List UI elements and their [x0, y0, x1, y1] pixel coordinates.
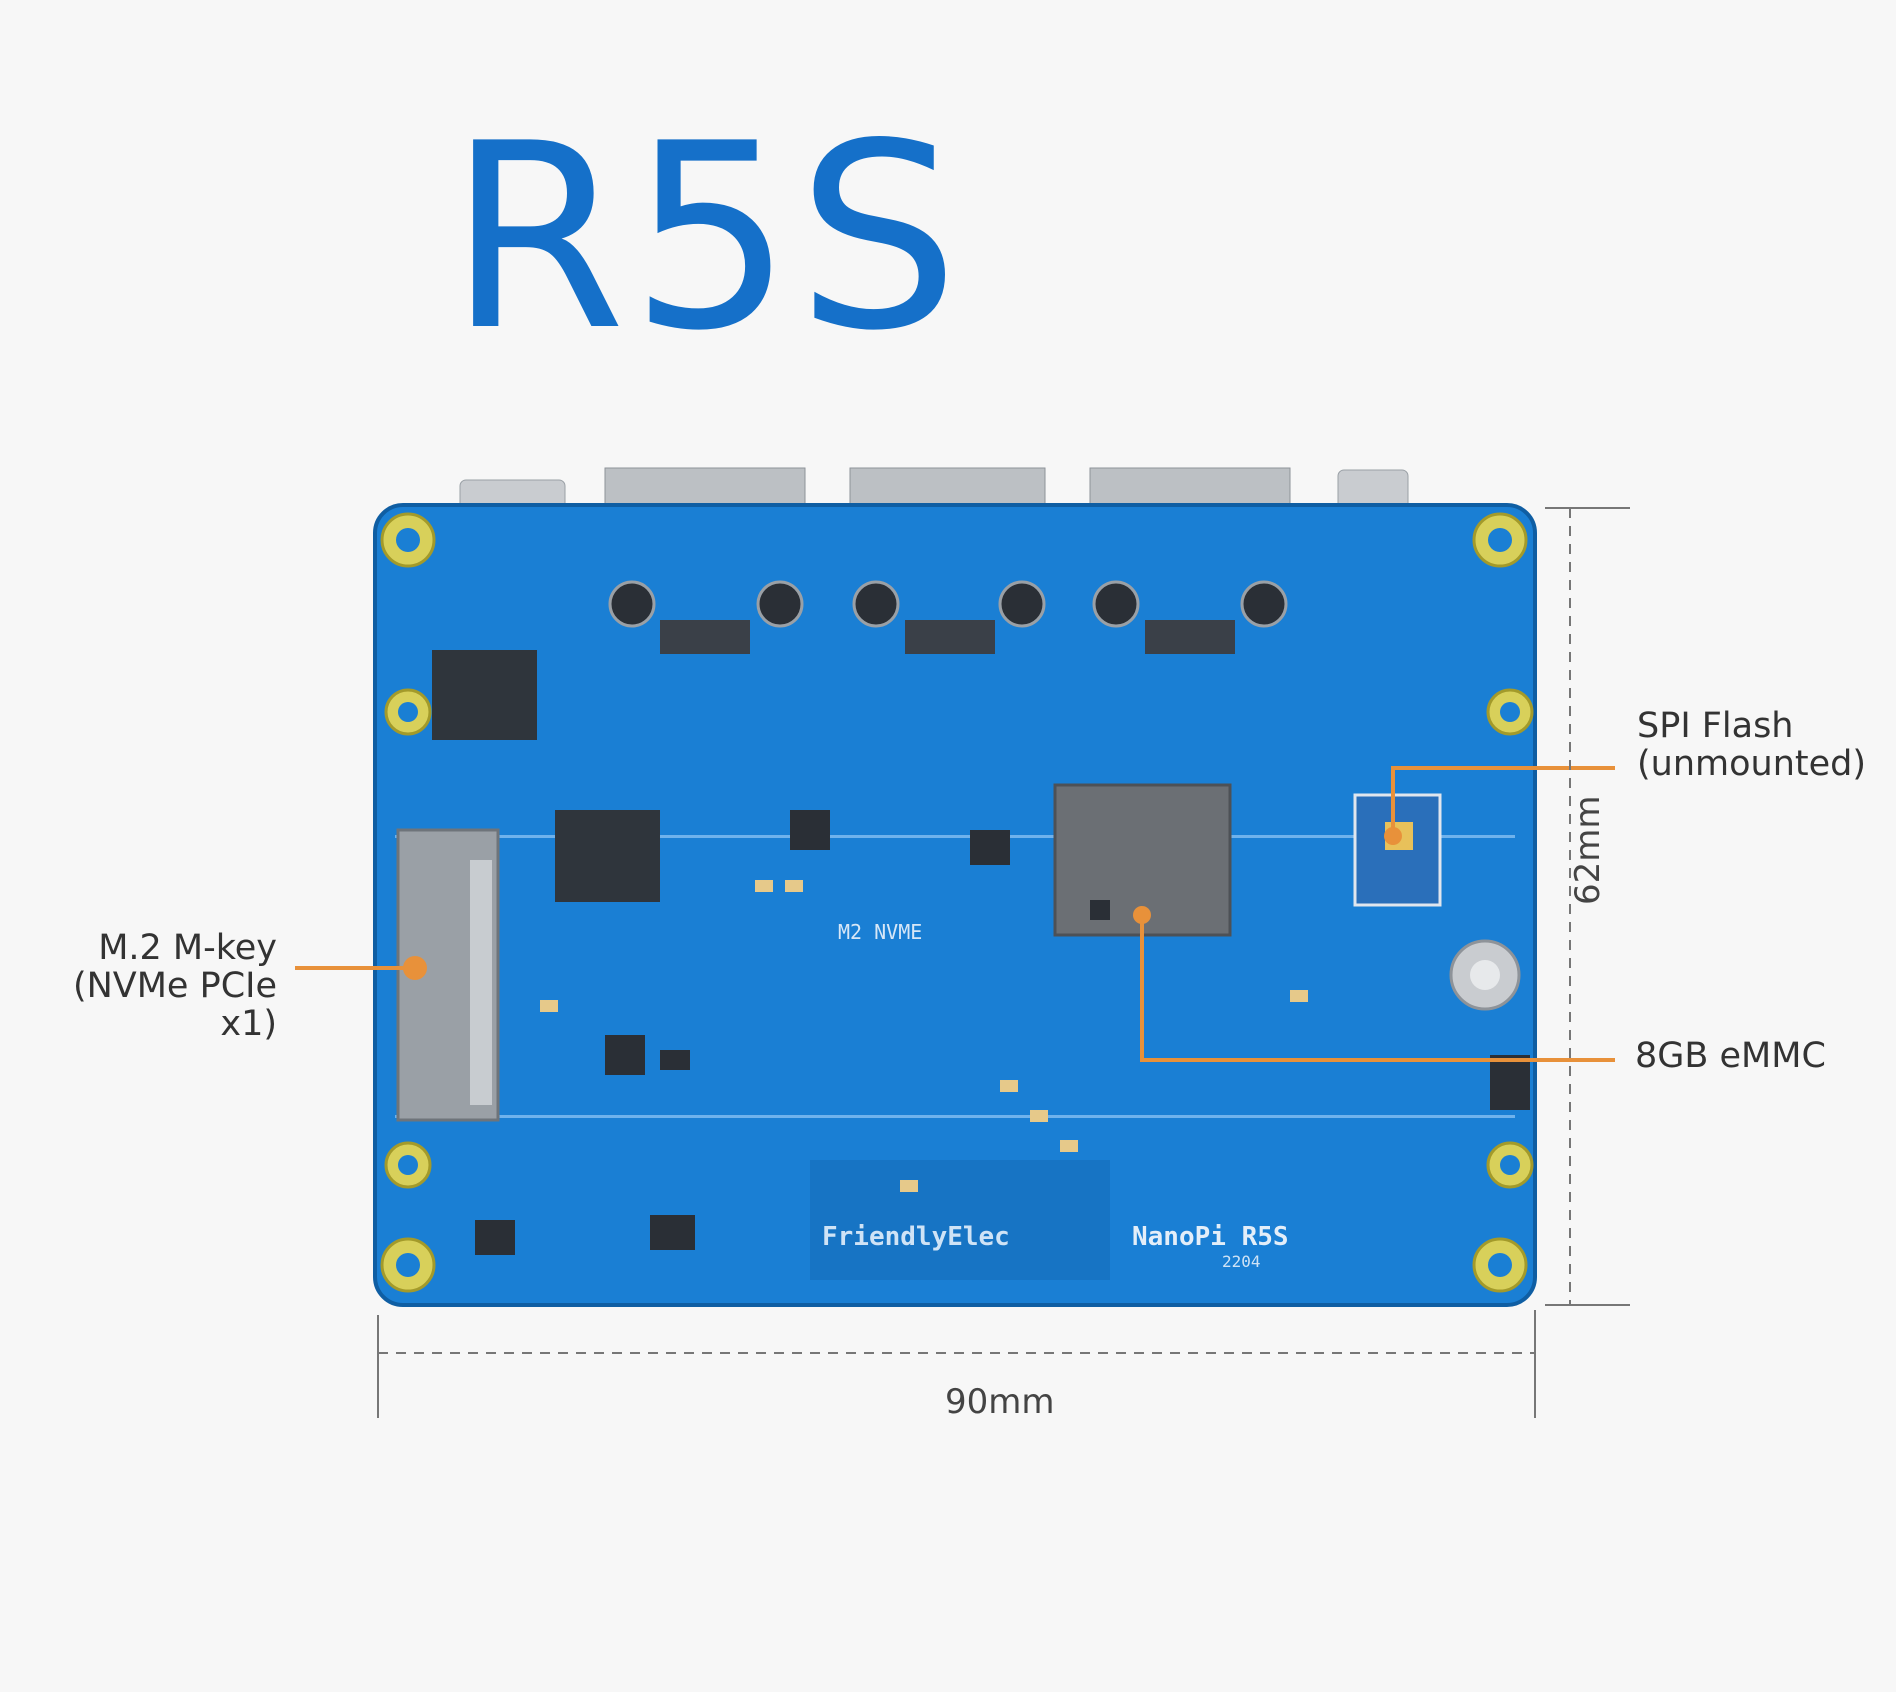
- dimension-lines: [377, 507, 1630, 1418]
- callout-m2-line1: M.2 M-key: [98, 928, 277, 968]
- ethernet-chips: [660, 620, 1235, 654]
- ethernet-leds: [608, 580, 1288, 628]
- ic-chip: [432, 650, 537, 740]
- ic-chip: [555, 810, 660, 902]
- m2-silkscreen: M2 NVME: [838, 920, 923, 944]
- m2-slot-pins: [470, 860, 492, 1105]
- pcb-board: [373, 503, 1537, 1307]
- callout-spi-flash: SPI Flash (unmounted): [1637, 706, 1867, 784]
- pcb-shade-area: [810, 1160, 1110, 1280]
- callout-spi-flash-line2: (unmounted): [1637, 743, 1867, 784]
- brand-silkscreen: FriendlyElec: [822, 1222, 1010, 1252]
- small-components: [475, 810, 1530, 1255]
- callout-dots: [403, 827, 1402, 980]
- product-title: R5S: [448, 89, 964, 387]
- passive-components: [540, 880, 1308, 1192]
- trace-line: [395, 835, 1515, 838]
- callout-emmc: 8GB eMMC: [1635, 1036, 1826, 1076]
- callout-spi-flash-line1: SPI Flash: [1637, 706, 1794, 746]
- model-silkscreen: NanoPi R5S: [1132, 1222, 1289, 1252]
- rtc-connector-center: [1470, 960, 1500, 990]
- date-silkscreen: 2204: [1222, 1252, 1261, 1271]
- height-dimension: 62mm: [1568, 795, 1608, 905]
- callout-lines: [295, 766, 1615, 1062]
- width-dimension: 90mm: [945, 1382, 1055, 1422]
- mounting-holes: [380, 512, 1534, 1293]
- callout-m2: M.2 M-key (NVMe PCIe x1): [15, 928, 277, 1044]
- callout-m2-line2: (NVMe PCIe x1): [72, 965, 277, 1044]
- trace-line: [395, 1115, 1515, 1118]
